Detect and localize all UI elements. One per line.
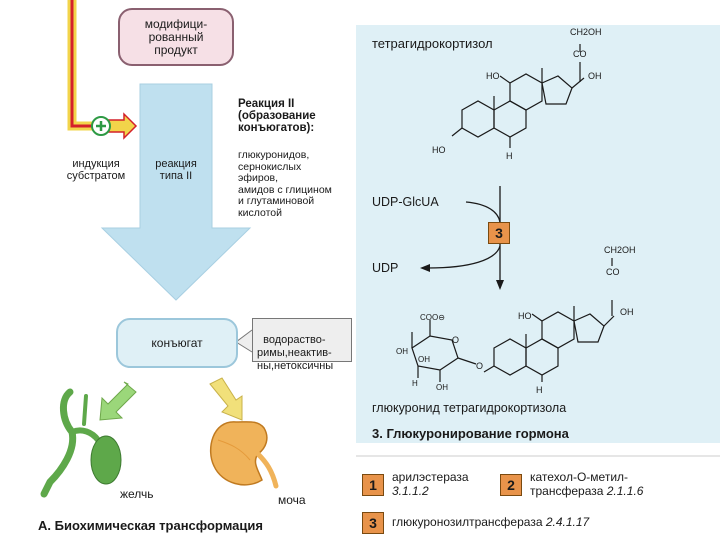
glucuronide-structure (411, 258, 615, 382)
legend-code-2: 2.1.1.6 (606, 484, 644, 498)
h-top: H (506, 151, 513, 161)
bile-organ-icon (40, 388, 122, 498)
kidney-icon (210, 421, 279, 489)
urine-arrow (209, 377, 243, 421)
right-caption: 3. Глюкуронирование гормона (372, 426, 569, 441)
cofactor-in: UDP-GlcUA (372, 195, 439, 209)
h-bottom: H (536, 385, 543, 395)
reaction-type-label: реакция типа II (155, 158, 197, 182)
legend-name-3: глюкуронозилтрансфераза (392, 515, 543, 529)
legend-num-1: 1 (369, 477, 377, 493)
urine-label: моча (278, 493, 306, 507)
legend-text-3: глюкуронозилтрансфераза 2.4.1.17 (392, 516, 589, 528)
cofactor-out: UDP (372, 261, 399, 275)
induction-label: индукция субстратом (66, 158, 126, 182)
ring-h-1: H (412, 379, 418, 388)
plus-icon (91, 116, 111, 136)
legend-name-1: арилэстераза (392, 470, 469, 484)
product-name: глюкуронид тетрагидрокортизола (372, 401, 567, 415)
legend-badge-2: 2 (500, 474, 522, 496)
enzyme-step-number: 3 (495, 225, 503, 241)
co-top: CO (573, 49, 587, 59)
bile-label: желчь (120, 487, 154, 501)
conjugate-box: конъюгат (116, 318, 238, 368)
legend-code-1: 3.1.1.2 (392, 484, 429, 498)
induction-arrow (107, 112, 138, 140)
bile-arrow (99, 381, 137, 421)
legend-text-1: арилэстераза 3.1.1.2 (392, 470, 502, 498)
legend-badge-3: 3 (362, 512, 384, 534)
reaction-title: Реакция II (образование конъюгатов): (238, 98, 316, 134)
ring-oh-1: OH (396, 347, 408, 356)
induction-line (67, 0, 92, 131)
modified-product-box: модифици- рованный продукт (118, 8, 234, 66)
ring-o-link: O (476, 361, 484, 371)
legend-text-2: катехол-О-метил- трансфераза 2.1.1.6 (530, 470, 720, 498)
coo-label: COO⊖ (420, 313, 445, 322)
ch2oh-top: CH2OH (570, 27, 602, 37)
ho-11-top: HO (486, 71, 500, 81)
ho-11-bottom: HO (518, 311, 532, 321)
modified-product-label: модифици- рованный продукт (144, 16, 208, 57)
legend-num-3: 3 (369, 515, 377, 531)
reaction-arrow (100, 83, 252, 301)
enzyme-step-badge: 3 (488, 222, 510, 244)
conjugate-label: конъюгат (151, 336, 203, 350)
ho-3-top: HO (432, 145, 446, 155)
tetrahydrocortisol-structure (451, 44, 585, 148)
properties-label: водораство- римы,неактив- ны,нетоксичны (257, 334, 334, 372)
legend-name-2: катехол-О-метил- трансфераза (530, 470, 629, 498)
reaction-list: глюкуронидов, сернокислых эфиров, амидов… (238, 149, 332, 219)
legend-badge-1: 1 (362, 474, 384, 496)
legend-num-2: 2 (507, 477, 515, 493)
ring-o-label: O (452, 335, 460, 345)
oh-bottom: OH (620, 307, 634, 317)
ring-oh-3: OH (436, 383, 448, 392)
properties-box: водораство- римы,неактив- ны,нетоксичны (252, 318, 352, 372)
co-bottom: CO (606, 267, 620, 277)
ring-oh-2: OH (418, 355, 430, 364)
ch2oh-bottom: CH2OH (604, 245, 636, 255)
legend-code-3: 2.4.1.17 (545, 515, 590, 529)
left-caption: А. Биохимическая трансформация (38, 518, 263, 533)
compound-top-name: тетрагидрокортизол (372, 36, 493, 51)
oh-top: OH (588, 71, 602, 81)
